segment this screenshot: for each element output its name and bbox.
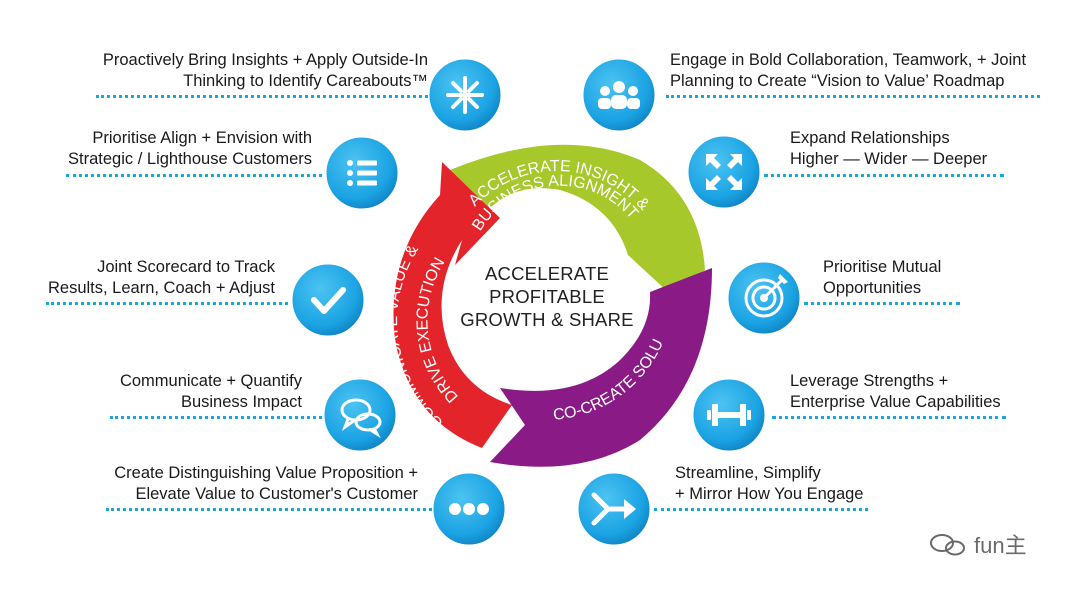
right-item-2-line-1: Expand Relationships — [790, 129, 950, 147]
right-item-5-line-1: Streamline, Simplify — [675, 464, 821, 482]
left-item-5-divider — [106, 508, 432, 511]
right-item-4-label: Leverage Strengths + Enterprise Value Ca… — [790, 371, 1001, 413]
left-item-5-line-2: Elevate Value to Customer's Customer — [135, 485, 418, 503]
team-icon[interactable] — [580, 56, 658, 134]
checkmark-icon[interactable] — [289, 261, 367, 339]
right-item-1-line-2: Planning to Create “Vision to Value’ Roa… — [670, 72, 1005, 90]
list-icon[interactable] — [323, 134, 401, 212]
left-item-3-line-2: Results, Learn, Coach + Adjust — [47, 279, 275, 297]
right-item-3-line-1: Prioritise Mutual — [823, 258, 942, 276]
left-item-4-divider — [110, 416, 322, 419]
right-item-5-label: Streamline, Simplify + Mirror How You En… — [675, 463, 864, 505]
center-line-1: ACCELERATE — [485, 263, 609, 284]
compass-star-icon[interactable] — [426, 56, 504, 134]
right-item-5-line-2: + Mirror How You Engage — [675, 485, 864, 503]
left-item-3-divider — [46, 302, 288, 305]
left-item-1-line-2: Thinking to Identify Careabouts™ — [183, 72, 428, 90]
left-item-2-line-2: Strategic / Lighthouse Customers — [68, 150, 312, 168]
right-item-4-line-2: Enterprise Value Capabilities — [790, 393, 1001, 411]
purple-arc — [490, 268, 712, 467]
target-icon[interactable] — [725, 259, 803, 337]
right-item-3-divider — [804, 302, 960, 305]
left-item-5-label: Create Distinguishing Value Proposition … — [114, 463, 418, 505]
center-line-3: GROWTH & SHARE — [460, 309, 634, 330]
left-item-4-label: Communicate + Quantify Business Impact — [120, 371, 302, 413]
left-item-1-divider — [96, 95, 428, 98]
right-item-5-divider — [654, 508, 868, 511]
merge-arrow-icon[interactable] — [575, 470, 653, 548]
left-item-2-line-1: Prioritise Align + Envision with — [92, 129, 312, 147]
right-item-1-divider — [666, 95, 1040, 98]
right-item-2-label: Expand Relationships Higher — Wider — De… — [790, 128, 987, 170]
left-item-1-line-1: Proactively Bring Insights + Apply Outsi… — [102, 51, 428, 69]
dumbbell-icon[interactable] — [690, 376, 768, 454]
right-item-2-divider — [764, 174, 1004, 177]
right-item-3-label: Prioritise Mutual Opportunities — [823, 257, 941, 299]
left-item-1-label: Proactively Bring Insights + Apply Outsi… — [103, 50, 428, 92]
three-dots-icon[interactable] — [430, 470, 508, 548]
watermark-text: fun主 — [974, 533, 1027, 558]
chat-bubbles-icon[interactable] — [321, 376, 399, 454]
center-line-2: PROFITABLE — [489, 286, 605, 307]
left-item-2-divider — [66, 174, 322, 177]
right-item-1-label: Engage in Bold Collaboration, Teamwork, … — [670, 50, 1026, 92]
green-arc — [450, 144, 705, 292]
left-item-3-line-1: Joint Scorecard to Track — [97, 258, 275, 276]
red-arc — [393, 162, 512, 448]
expand-arrows-icon[interactable] — [685, 133, 763, 211]
left-item-2-label: Prioritise Align + Envision with Strateg… — [68, 128, 312, 170]
right-item-3-line-2: Opportunities — [823, 279, 922, 297]
left-item-3-label: Joint Scorecard to Track Results, Learn,… — [48, 257, 275, 299]
left-item-4-line-2: Business Impact — [180, 393, 302, 411]
right-item-1-line-1: Engage in Bold Collaboration, Teamwork, … — [670, 51, 1027, 69]
wechat-icon — [930, 534, 965, 556]
left-item-5-line-1: Create Distinguishing Value Proposition … — [114, 464, 418, 482]
left-item-4-line-1: Communicate + Quantify — [119, 372, 302, 390]
right-item-4-divider — [772, 416, 1006, 419]
center-title: ACCELERATE PROFITABLE GROWTH & SHARE — [452, 262, 642, 331]
right-item-2-line-2: Higher — Wider — Deeper — [790, 150, 988, 168]
right-item-4-line-1: Leverage Strengths + — [790, 372, 949, 390]
